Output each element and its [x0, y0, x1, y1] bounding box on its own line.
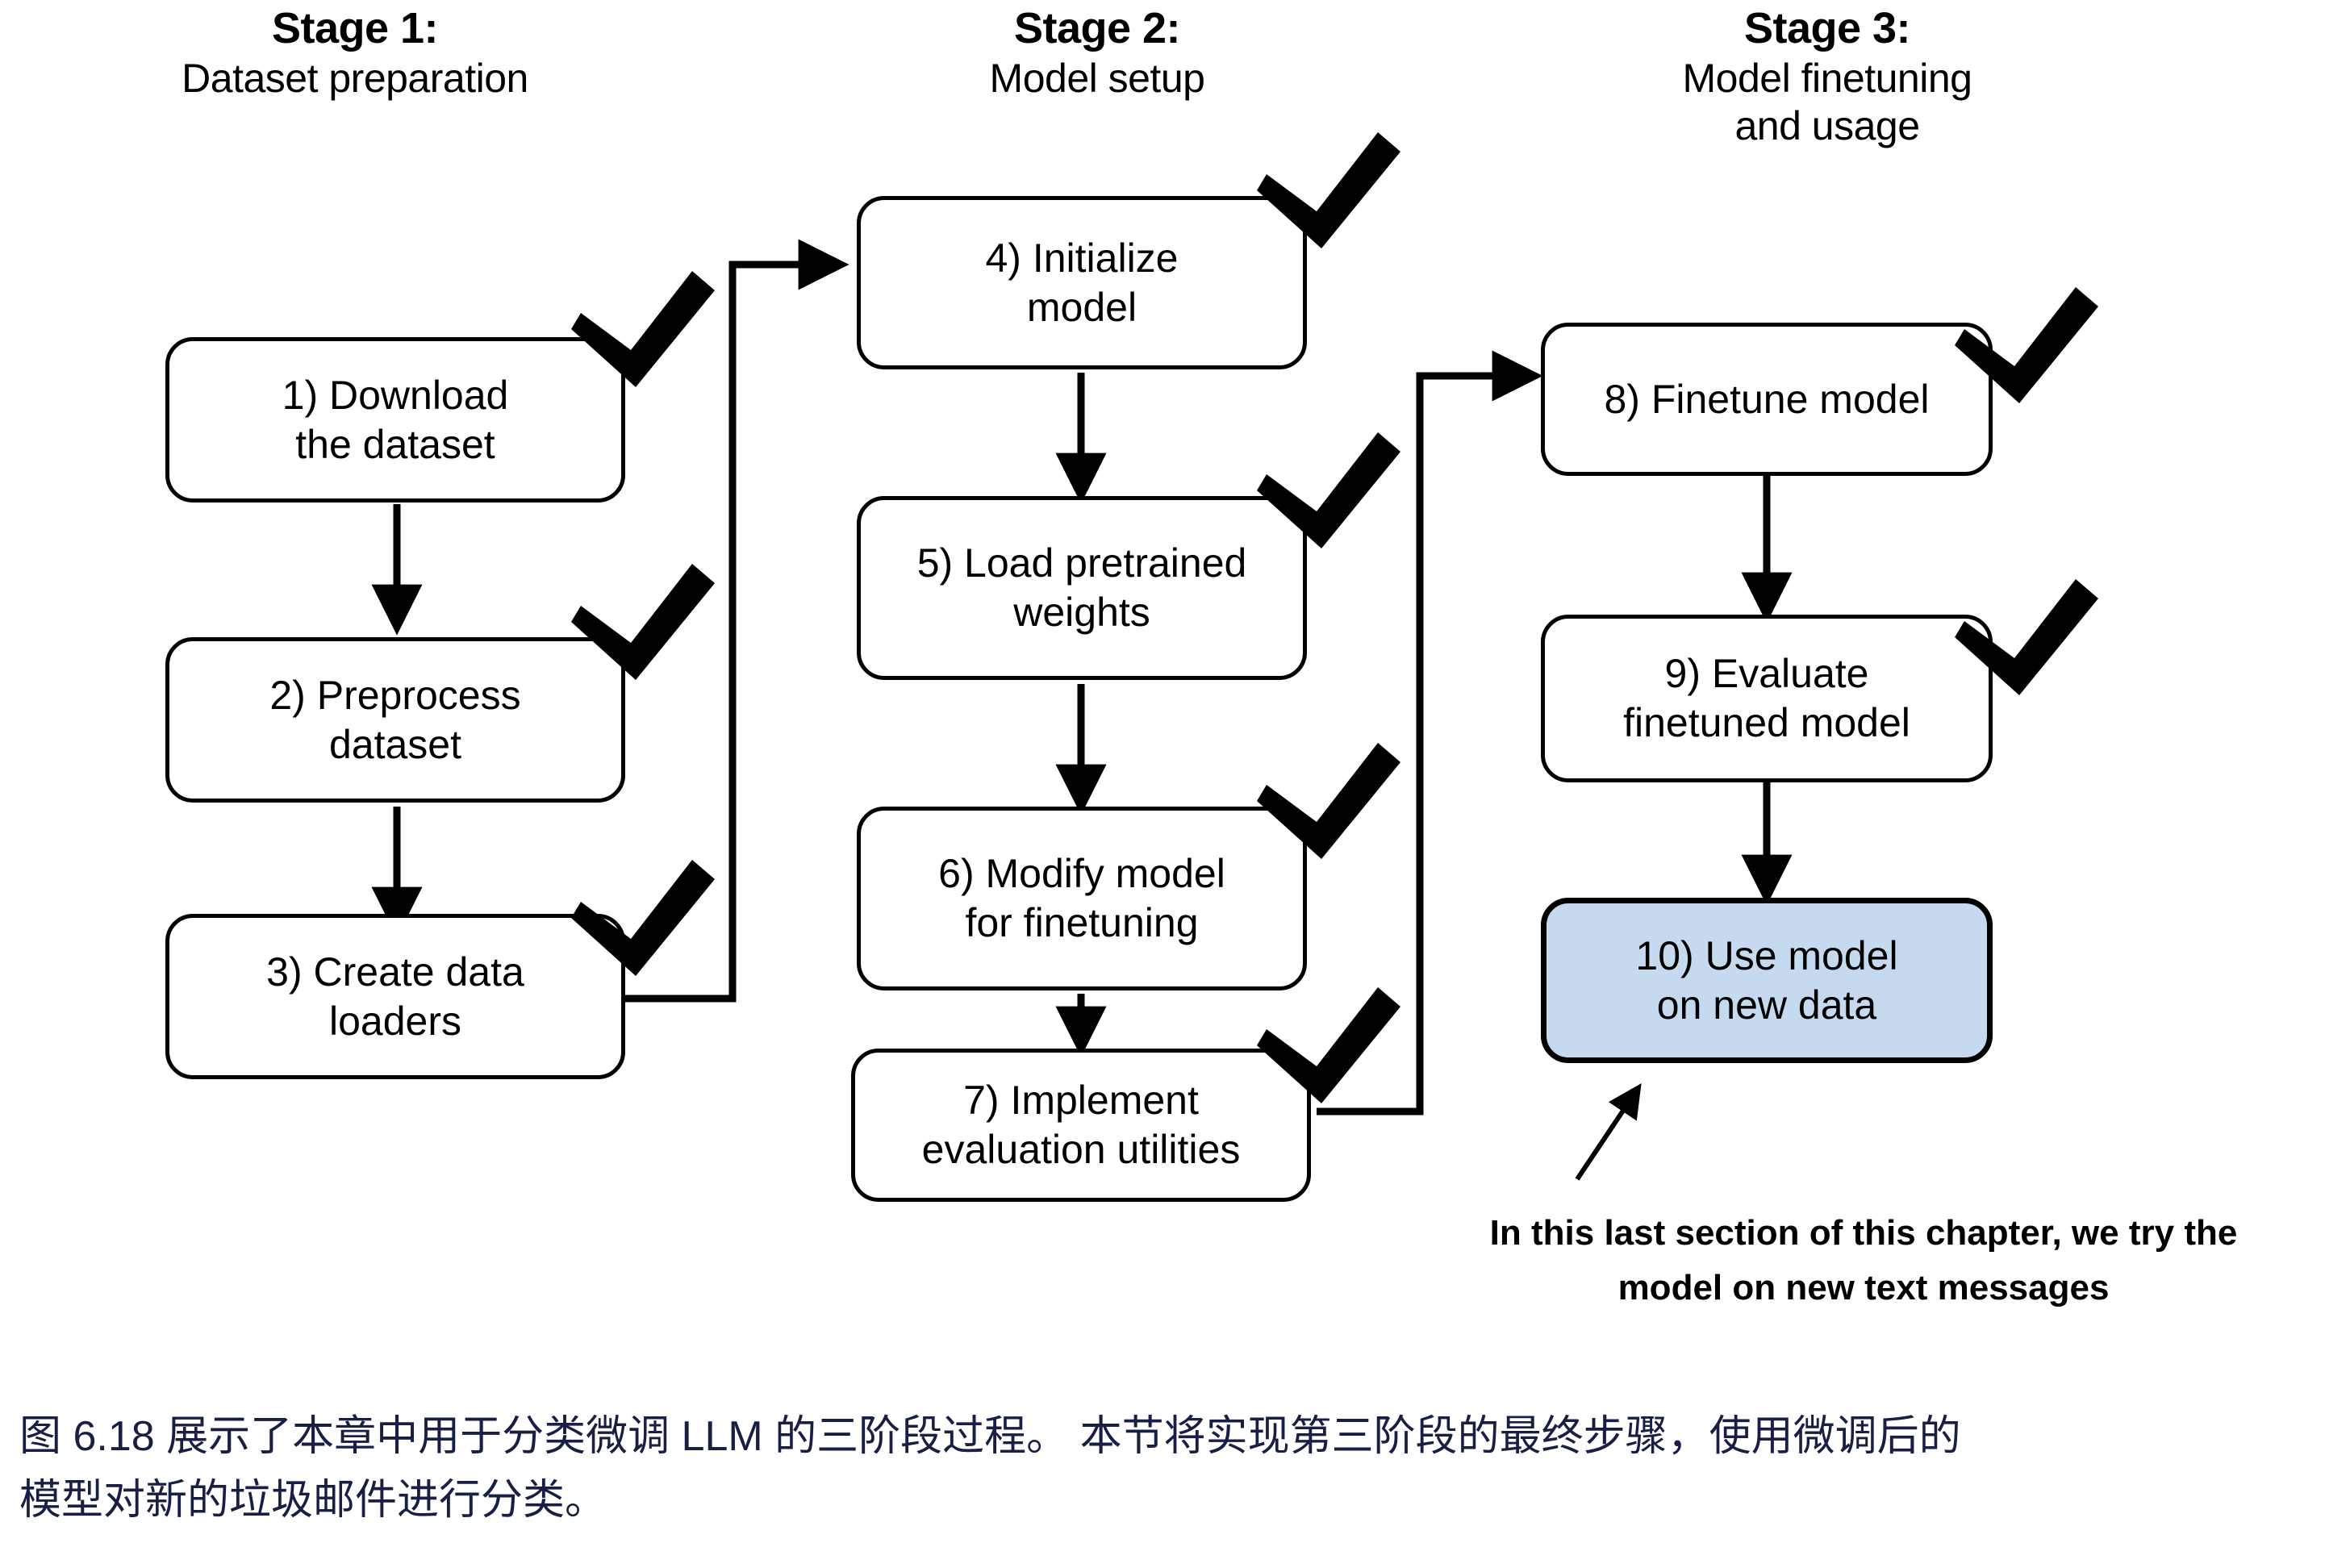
step-6-line-2: for finetuning	[965, 900, 1199, 945]
stage-2-subtitle: Model setup	[989, 55, 1205, 101]
step-box-3[interactable]: 3) Create data loaders	[165, 914, 625, 1079]
stage-1-subtitle: Dataset preparation	[182, 55, 528, 101]
stage-3-header: Stage 3: Model finetuning and usage	[1509, 3, 2146, 150]
step-box-2[interactable]: 2) Preprocess dataset	[165, 637, 625, 803]
figure-caption: 图 6.18 展示了本章中用于分类微调 LLM 的三阶段过程。 本节将实现第三阶…	[19, 1405, 2310, 1533]
flowchart-diagram: Stage 1: Dataset preparation Stage 2: Mo…	[65, 3, 2307, 1316]
step-box-1[interactable]: 1) Download the dataset	[165, 337, 625, 503]
step-box-7[interactable]: 7) Implement evaluation utilities	[851, 1049, 1311, 1202]
step-2-line-2: dataset	[328, 721, 461, 767]
step-3-line-2: loaders	[328, 998, 461, 1044]
stage-1-title: Stage 1:	[271, 4, 439, 52]
caption-line-2: 模型对新的垃圾邮件进行分类。	[19, 1477, 607, 1524]
step-7-line-2: evaluation utilities	[921, 1127, 1241, 1172]
stage-3-subtitle-line-2: and usage	[1734, 102, 1920, 148]
step-box-6[interactable]: 6) Modify model for finetuning	[857, 807, 1307, 990]
step-box-10[interactable]: 10) Use model on new data	[1541, 898, 1993, 1063]
step-2-line-1: 2) Preprocess	[269, 672, 521, 718]
step-9-line-2: finetuned model	[1623, 700, 1910, 745]
step-9-line-1: 9) Evaluate	[1664, 651, 1869, 696]
step-5-line-1: 5) Load pretrained	[916, 540, 1247, 586]
step-3-line-1: 3) Create data	[266, 949, 524, 995]
stage-3-title: Stage 3:	[1743, 4, 1911, 52]
stage-3-subtitle-line-1: Model finetuning	[1682, 55, 1972, 101]
step-7-line-1: 7) Implement	[963, 1078, 1199, 1123]
step-1-line-1: 1) Download	[282, 372, 509, 418]
step-8-line-1: 8) Finetune model	[1604, 376, 1930, 422]
step-box-4[interactable]: 4) Initialize model	[857, 196, 1307, 369]
step-box-8[interactable]: 8) Finetune model	[1541, 323, 1993, 476]
step-5-line-2: weights	[1013, 590, 1150, 635]
step-1-line-2: the dataset	[295, 421, 495, 467]
step-6-line-1: 6) Modify model	[938, 851, 1225, 896]
annotation-line-2: model on new text messages	[1617, 1268, 2110, 1308]
stage-1-header: Stage 1: Dataset preparation	[65, 3, 645, 102]
annotation-text: In this last section of this chapter, we…	[1420, 1206, 2307, 1316]
stage-2-header: Stage 2: Model setup	[807, 3, 1388, 102]
caption-line-1: 图 6.18 展示了本章中用于分类微调 LLM 的三阶段过程。 本节将实现第三阶…	[19, 1413, 1961, 1460]
step-10-line-2: on new data	[1656, 982, 1877, 1028]
step-box-9[interactable]: 9) Evaluate finetuned model	[1541, 615, 1993, 782]
step-4-line-2: model	[1026, 284, 1137, 330]
step-box-5[interactable]: 5) Load pretrained weights	[857, 496, 1307, 680]
annotation-line-1: In this last section of this chapter, we…	[1489, 1213, 2238, 1253]
step-10-line-1: 10) Use model	[1635, 932, 1898, 978]
step-4-line-1: 4) Initialize	[985, 235, 1179, 281]
stage-2-title: Stage 2:	[1013, 4, 1181, 52]
connector-lines	[371, 239, 1793, 1181]
